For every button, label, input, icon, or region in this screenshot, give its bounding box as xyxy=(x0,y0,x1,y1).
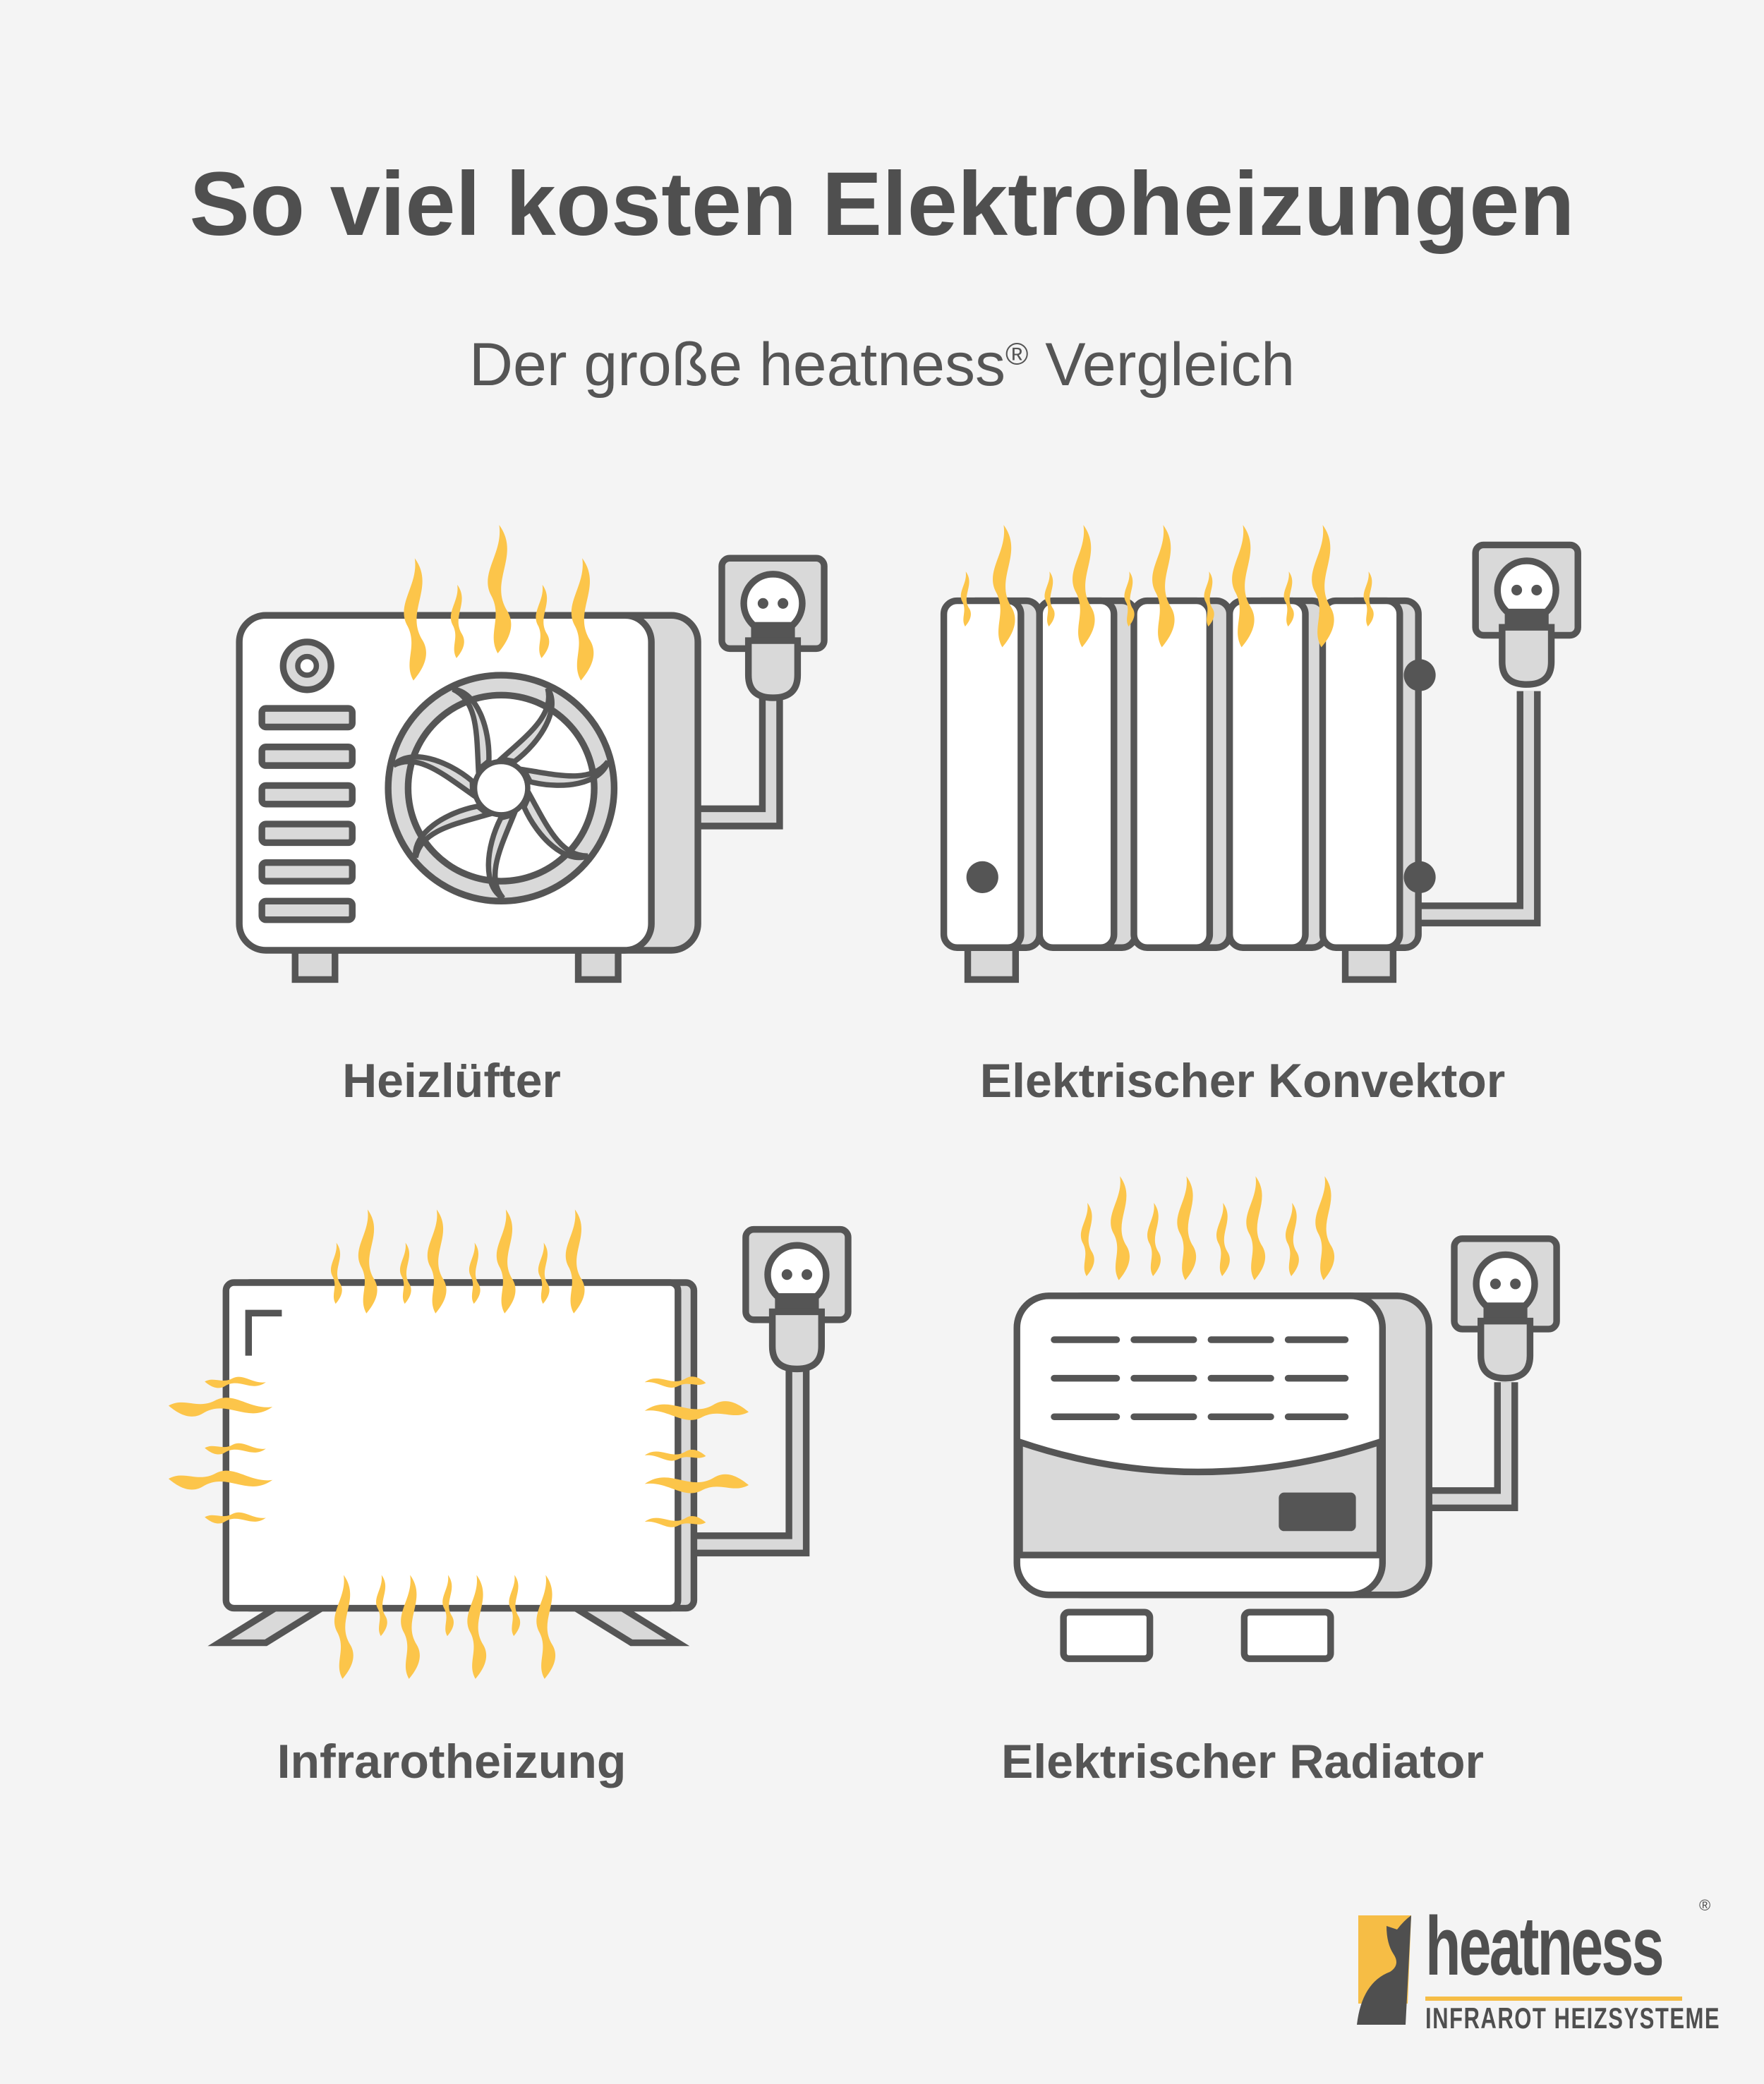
label-infrarotheizung: Infrarotheizung xyxy=(277,1735,627,1788)
fan-heater-icon xyxy=(236,525,824,983)
page-subtitle: Der große heatness® Vergleich xyxy=(0,332,1764,399)
label-konvektor: Elektrischer Konvektor xyxy=(979,1054,1506,1108)
infrared-panel-icon xyxy=(168,1209,848,1679)
power-socket-icon xyxy=(1475,545,1578,684)
page-title: So viel kosten Elektroheizungen xyxy=(189,154,1575,255)
subtitle-registered-mark: ® xyxy=(1005,337,1029,372)
subtitle-text: Der große heatness xyxy=(469,331,1005,399)
logo-registered-mark: ® xyxy=(1699,1896,1711,1914)
radiator-icon xyxy=(1013,1176,1557,1662)
power-socket-icon xyxy=(722,558,824,698)
label-heizluefter: Heizlüfter xyxy=(342,1054,561,1108)
convector-icon xyxy=(940,525,1578,983)
heatness-logo: heatness ® INFRAROT HEIZSYSTEME xyxy=(1355,1896,1736,2033)
logo-divider xyxy=(1425,1997,1682,2001)
power-socket-icon xyxy=(746,1230,848,1369)
label-radiator: Elektrischer Radiator xyxy=(1001,1735,1485,1788)
cat-logo-icon xyxy=(1357,1915,1411,2025)
power-socket-icon xyxy=(1454,1239,1557,1379)
logo-wordmark: heatness xyxy=(1425,1900,1665,1993)
logo-tagline: INFRAROT HEIZSYSTEME xyxy=(1425,2001,1721,2035)
subtitle-end: Vergleich xyxy=(1028,331,1295,399)
